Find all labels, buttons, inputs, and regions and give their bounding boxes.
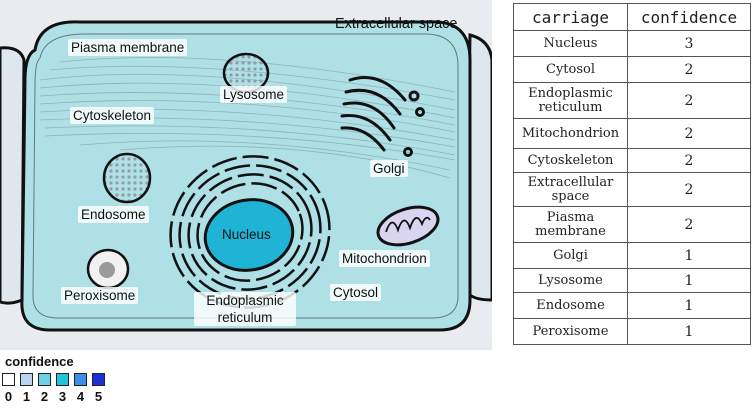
- legend-swatch: [56, 373, 69, 386]
- cell-carriage: Endosome: [513, 292, 628, 319]
- plasma-membrane-line: [32, 33, 459, 319]
- label-lysosome: Lysosome: [220, 86, 288, 103]
- cell-confidence: 2: [627, 206, 751, 243]
- header-carriage: carriage: [513, 3, 628, 31]
- label-golgi: Golgi: [370, 160, 408, 177]
- legend-level-label: 4: [76, 389, 85, 404]
- label-mitochondrion: Mitochondrion: [339, 250, 430, 267]
- cell-diagram: Extracellular space Piasma membrane Lyso…: [0, 0, 492, 350]
- label-nucleus: Nucleus: [222, 227, 271, 242]
- cell-confidence: 3: [627, 30, 751, 57]
- cell-carriage: Piasma membrane: [513, 206, 628, 243]
- cell-carriage: Cytoskeleton: [513, 148, 628, 173]
- label-extracellular-space: Extracellular space: [335, 16, 458, 32]
- cell-carriage: Peroxisome: [513, 318, 628, 345]
- cell-confidence: 2: [627, 82, 751, 119]
- cell-confidence: 1: [627, 318, 751, 345]
- label-cytoskeleton: Cytoskeleton: [70, 107, 155, 124]
- cell-carriage: Mitochondrion: [513, 118, 628, 149]
- legend-swatch: [20, 373, 33, 386]
- legend-title: confidence: [5, 354, 74, 369]
- peroxisome-core: [99, 262, 115, 278]
- legend-swatch: [92, 373, 105, 386]
- nucleus-organelle: [203, 198, 295, 272]
- legend-level-label: 3: [58, 389, 67, 404]
- cell-carriage: Golgi: [513, 242, 628, 269]
- cell-confidence: 2: [627, 148, 751, 173]
- legend-level-label: 0: [4, 389, 13, 404]
- cell-carriage: Cytosol: [513, 56, 628, 83]
- legend-level-label: 1: [22, 389, 31, 404]
- endosome-organelle: [102, 152, 152, 204]
- legend-swatch: [74, 373, 87, 386]
- neighbor-cell-left: [0, 46, 26, 305]
- cell-confidence: 2: [627, 118, 751, 149]
- cell-carriage: Endoplasmic reticulum: [513, 82, 628, 119]
- mitochondrion-organelle: [376, 205, 440, 247]
- mitochondrion-cristae: [385, 216, 431, 233]
- cell-carriage: Lysosome: [513, 268, 628, 293]
- label-plasma-membrane: Piasma membrane: [68, 39, 188, 56]
- legend-level-label: 5: [94, 389, 103, 404]
- golgi-organelle: [340, 76, 425, 157]
- table-header-row: carriage confidence: [513, 3, 751, 31]
- label-peroxisome: Peroxisome: [61, 287, 139, 304]
- legend-swatch: [2, 373, 15, 386]
- label-cytosol: Cytosol: [330, 284, 382, 301]
- cell-confidence: 1: [627, 292, 751, 319]
- legend-level-label: 2: [40, 389, 49, 404]
- cell-confidence: 2: [627, 56, 751, 83]
- cell-carriage: Nucleus: [513, 30, 628, 57]
- cell-carriage: Extracellular space: [513, 172, 628, 207]
- cell-confidence: 1: [627, 268, 751, 293]
- label-endoplasmic-reticulum: Endoplasmic reticulum: [194, 292, 296, 326]
- cell-confidence: 1: [627, 242, 751, 269]
- header-confidence: confidence: [627, 3, 751, 31]
- legend-swatch: [38, 373, 51, 386]
- label-endosome: Endosome: [78, 206, 149, 223]
- cell-confidence: 2: [627, 172, 751, 207]
- er-membranes: [169, 155, 331, 309]
